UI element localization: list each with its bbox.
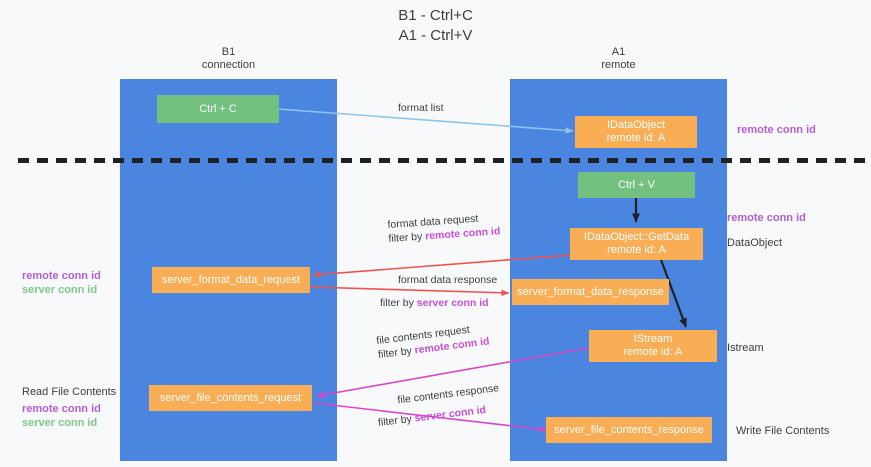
lane-header-b1: B1 connection	[120, 46, 337, 72]
filter-prefix-4: filter by	[377, 412, 416, 430]
node-server-format-data-response[interactable]: server_format_data_response	[512, 279, 669, 305]
node-istream[interactable]: IStream remote id: A	[589, 330, 717, 362]
lane-header-a1: A1 remote	[510, 46, 727, 72]
node-server-file-contents-response-label: server_file_contents_response	[554, 423, 704, 436]
edge-label-format-list: format list	[398, 102, 444, 114]
node-getdata-line2: remote id: A	[607, 244, 666, 256]
lane-b1-sub: connection	[201, 59, 256, 71]
edge-label-file-contents-response: file contents response filter by server …	[375, 381, 502, 430]
node-ctrl-c[interactable]: Ctrl + C	[157, 95, 279, 123]
filter-prefix-2: filter by	[380, 297, 417, 309]
right-label-remote-conn-id-mid: remote conn id	[727, 212, 806, 224]
left-server-conn-id-mid: server conn id	[22, 284, 98, 296]
title-line-1: B1 - Ctrl+C	[398, 7, 473, 24]
node-ctrl-v[interactable]: Ctrl + V	[578, 172, 695, 198]
filter-prefix-1: filter by	[388, 230, 426, 246]
node-idataobject[interactable]: IDataObject remote id: A	[575, 116, 697, 148]
node-ctrl-v-label: Ctrl + V	[618, 178, 655, 191]
edge-label-file-contents-request: file contents request filter by remote c…	[376, 321, 491, 362]
node-server-format-data-response-label: server_format_data_response	[517, 285, 664, 298]
right-label-istream: Istream	[727, 342, 764, 354]
filter-key-remote-1: remote conn id	[424, 225, 501, 243]
node-server-file-contents-response[interactable]: server_file_contents_response	[546, 417, 712, 443]
node-server-format-data-request-label: server_format_data_request	[161, 273, 301, 286]
right-label-write-file-contents: Write File Contents	[736, 425, 830, 437]
node-server-file-contents-request[interactable]: server_file_contents_request	[149, 385, 312, 411]
node-istream-line1: IStream	[633, 333, 673, 345]
edge-label-format-data-response: format data response filter by server co…	[380, 273, 497, 310]
left-remote-conn-id-bottom: remote conn id	[22, 403, 101, 415]
filter-prefix-3: filter by	[377, 344, 416, 362]
node-istream-line2: remote id: A	[623, 346, 683, 358]
right-label-remote-conn-id-top: remote conn id	[737, 124, 816, 136]
lane-a1-sub: remote	[601, 59, 636, 71]
filter-key-server-2: server conn id	[416, 297, 489, 309]
node-server-format-data-request[interactable]: server_format_data_request	[152, 267, 310, 293]
left-server-conn-id-bottom: server conn id	[22, 417, 98, 429]
lane-b1-name: B1	[221, 46, 236, 58]
filter-key-server-4: server conn id	[413, 403, 487, 425]
node-ctrl-c-label: Ctrl + C	[199, 102, 237, 115]
lane-a1-name: A1	[611, 46, 626, 58]
node-getdata-line1: IDataObject::GetData	[583, 231, 690, 243]
left-label-read-file-contents: Read File Contents	[22, 386, 117, 398]
node-idataobject-line1: IDataObject	[606, 119, 666, 131]
node-getdata[interactable]: IDataObject::GetData remote id: A	[570, 228, 703, 260]
edge-label-format-data-request: format data request filter by remote con…	[387, 210, 501, 246]
left-remote-conn-id-mid: remote conn id	[22, 270, 101, 282]
edge-label-format-data-response-filter: filter by server conn id	[380, 287, 497, 310]
edge-label-format-data-response-main: format data response	[398, 274, 498, 286]
node-idataobject-line2: remote id: A	[606, 132, 666, 144]
left-label-conn-ids-mid: remote conn id server conn id	[22, 269, 101, 297]
left-label-conn-ids-bottom: remote conn id server conn id	[22, 402, 101, 430]
right-label-dataobject: DataObject	[727, 237, 783, 249]
diagram-title: B1 - Ctrl+C A1 - Ctrl+V	[0, 6, 871, 46]
title-line-2: A1 - Ctrl+V	[398, 27, 473, 44]
node-server-file-contents-request-label: server_file_contents_request	[159, 391, 302, 404]
